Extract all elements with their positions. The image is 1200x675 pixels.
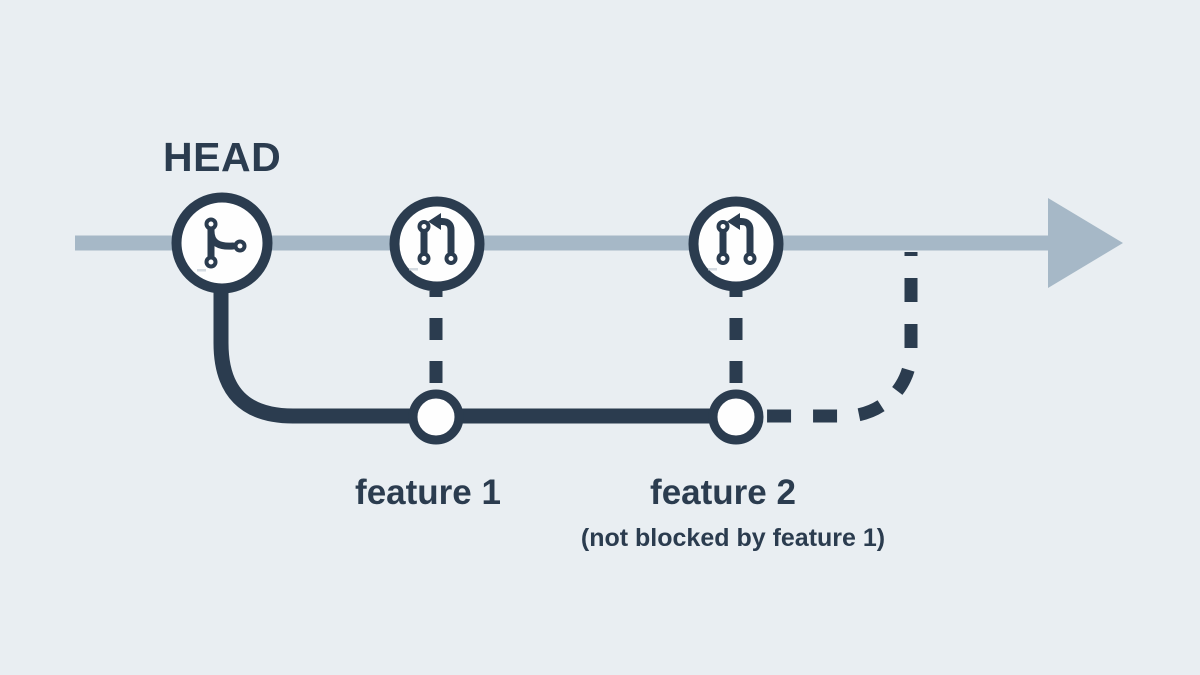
- watermark-mark: [197, 269, 206, 272]
- merge-back-dashed-curve: [762, 252, 918, 423]
- watermark-mark: [409, 268, 418, 271]
- watermark-mark: [708, 268, 717, 271]
- head-label: HEAD: [163, 134, 281, 180]
- feature1-branch-node: [408, 389, 464, 445]
- git-branch-icon: [204, 217, 247, 269]
- git-pull-request-icon: [417, 213, 458, 265]
- head-commit: [171, 192, 273, 294]
- arrowhead-icon: [1048, 198, 1123, 288]
- feature2-commit-circle: [688, 196, 784, 292]
- feature1-commit-circle: [389, 196, 485, 292]
- feature1-commit: [389, 196, 485, 292]
- feature2-branch-node: [708, 389, 764, 445]
- feature2-commit: [688, 196, 784, 292]
- git-pull-request-icon: [716, 213, 757, 265]
- feature2-note-label: (not blocked by feature 1): [581, 524, 885, 552]
- feature-branch-line: [213, 289, 736, 424]
- feature1-label: feature 1: [355, 473, 501, 512]
- feature2-label: feature 2: [650, 473, 796, 512]
- main-timeline: [75, 235, 1050, 251]
